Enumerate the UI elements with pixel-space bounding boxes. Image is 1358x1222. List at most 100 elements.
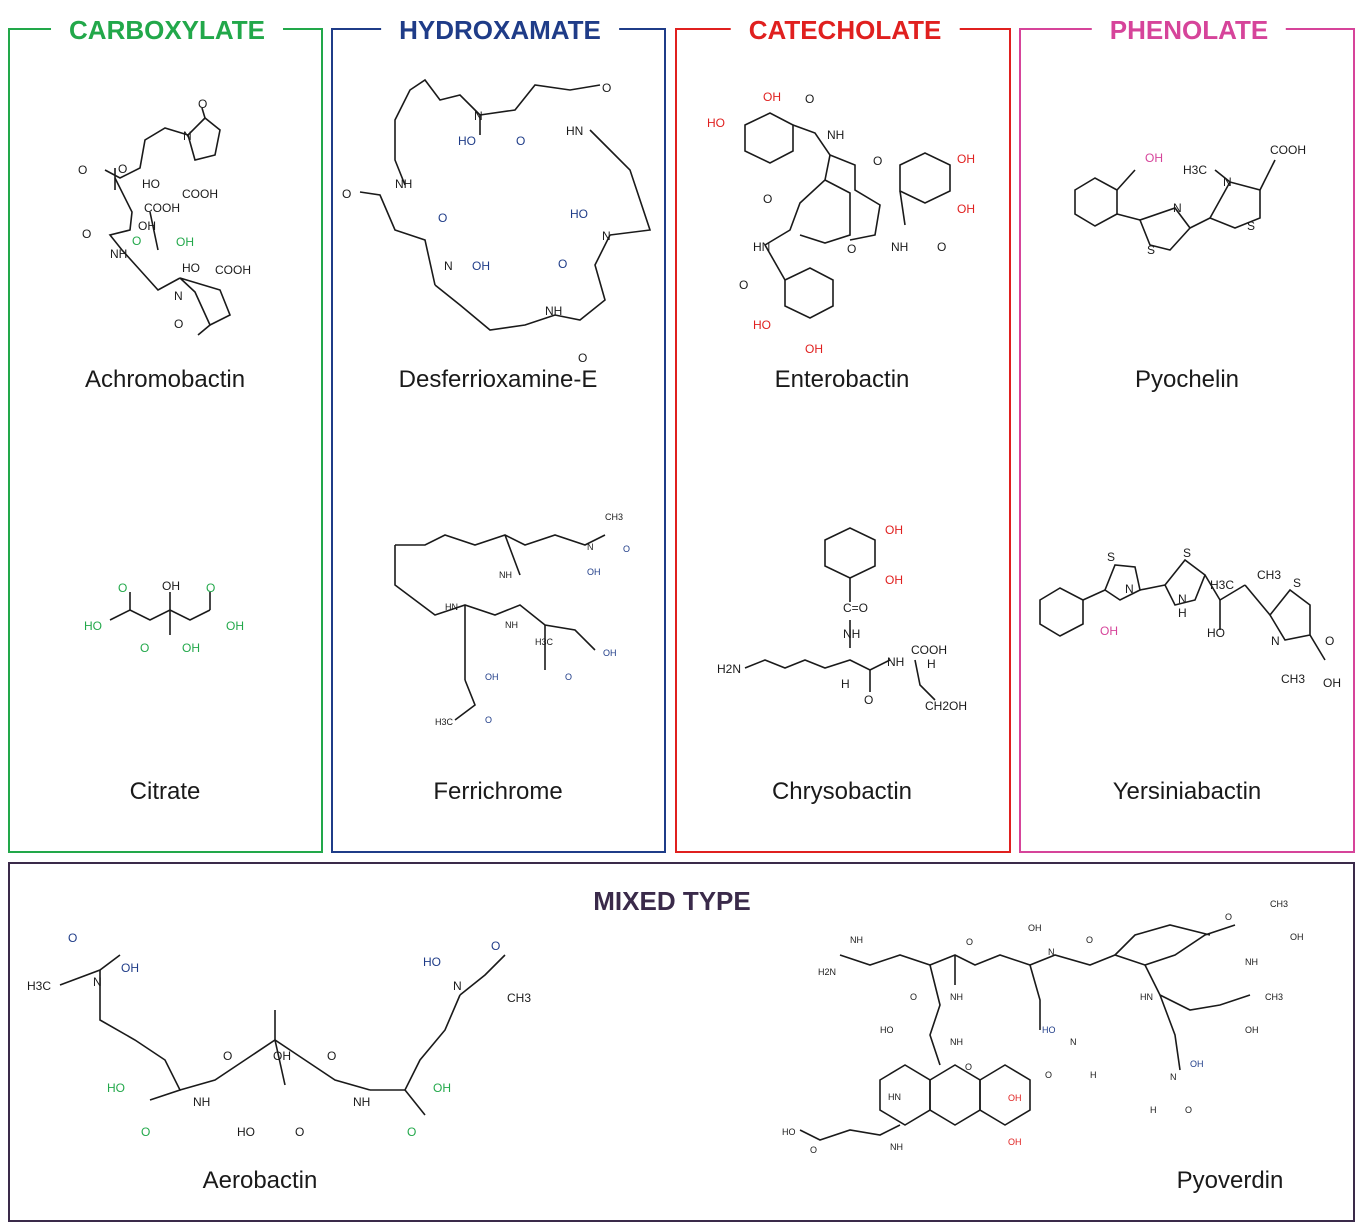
yersiniabactin-structure: S S N H3C CH3 S N H OH HO N O CH3 OH <box>1039 546 1341 690</box>
dfo-n1: N <box>474 109 483 123</box>
citrate-o1: O <box>118 581 127 595</box>
yer-o: O <box>1325 634 1334 648</box>
achromobactin-structure: O N O HO COOH COOH OH O O NH O OH HO COO… <box>78 97 251 336</box>
aero-o5: O <box>141 1125 150 1139</box>
dfo-n2: N <box>602 229 611 243</box>
achro-o6: O <box>174 317 183 331</box>
yersiniabactin-label: Yersiniabactin <box>1112 778 1262 805</box>
ent-nh2: NH <box>891 240 908 254</box>
dfo-o4: O <box>438 211 447 225</box>
pyov-oh5: OH <box>1008 1093 1022 1103</box>
pyov-n2: N <box>1070 1037 1077 1047</box>
achro-o3: O <box>82 227 91 241</box>
achro-cooh2: COOH <box>144 201 180 215</box>
pyov-h2n: H2N <box>818 967 836 977</box>
carboxylate-panel: CARBOXYLATE <box>8 14 323 853</box>
ferr-nh1: NH <box>499 570 512 580</box>
yer-s1: S <box>1107 550 1115 564</box>
pyov-hn2: HN <box>888 1092 901 1102</box>
achro-n2: N <box>174 289 183 303</box>
ent-o3: O <box>763 192 772 206</box>
pyo-s2: S <box>1147 243 1155 257</box>
citrate-structure: OH O HO O OH O OH <box>84 579 244 655</box>
pyov-oh4: OH <box>1190 1059 1204 1069</box>
pyov-h1: H <box>1090 1070 1097 1080</box>
aero-o7: O <box>407 1125 416 1139</box>
yer-h1: H <box>1178 606 1187 620</box>
yer-h3c: H3C <box>1210 578 1234 592</box>
yer-ch3b: CH3 <box>1281 672 1305 686</box>
chry-oh2: OH <box>885 573 903 587</box>
yer-oh2: OH <box>1323 676 1341 690</box>
ent-o6: O <box>739 278 748 292</box>
dfo-o1: O <box>516 134 525 148</box>
chry-oh1: OH <box>885 523 903 537</box>
ent-o4: O <box>847 242 856 256</box>
achro-oh2: OH <box>176 235 194 249</box>
achro-ho2: HO <box>182 261 200 275</box>
ferrichrome-label: Ferrichrome <box>433 778 563 805</box>
dfo-hn1: HN <box>566 124 583 138</box>
ent-o1: O <box>805 92 814 106</box>
pyov-hn1: HN <box>1140 992 1153 1002</box>
yer-n1: N <box>1125 582 1134 596</box>
catecholate-panel: CATECHOLATE <box>675 14 1011 853</box>
citrate-o3: O <box>140 641 149 655</box>
pyov-o5: O <box>1045 1070 1052 1080</box>
aero-ch3: CH3 <box>507 991 531 1005</box>
aero-ho3: HO <box>237 1125 255 1139</box>
ent-oh2: OH <box>957 152 975 166</box>
pyov-nh4: NH <box>950 1037 963 1047</box>
ent-oh3: OH <box>957 202 975 216</box>
pyov-nh2: NH <box>1245 957 1258 967</box>
enterobactin-label: Enterobactin <box>774 366 910 393</box>
aero-o4: O <box>327 1049 336 1063</box>
aero-oh1: OH <box>121 961 139 975</box>
phenolate-title: PHENOLATE <box>1091 14 1287 46</box>
ferr-h3c1: CH3 <box>605 512 623 522</box>
dfo-n3: N <box>444 259 453 273</box>
chry-nh2: NH <box>887 655 904 669</box>
ent-ho2: HO <box>753 318 771 332</box>
aero-o6: O <box>295 1125 304 1139</box>
yer-n3: N <box>1271 634 1280 648</box>
achro-nh: NH <box>110 247 127 261</box>
chry-co: C=O <box>843 601 868 615</box>
ferr-oh2: OH <box>603 648 617 658</box>
ent-ho1: HO <box>707 116 725 130</box>
yer-s2: S <box>1183 546 1191 560</box>
pyov-oh3: OH <box>1245 1025 1259 1035</box>
pyochelin-label: Pyochelin <box>1134 366 1240 393</box>
pyochelin-structure: OH H3C N COOH N S S <box>1074 143 1306 257</box>
achro-o1: O <box>198 97 207 111</box>
yer-ch3a: CH3 <box>1257 568 1281 582</box>
dfo-ho2: HO <box>570 207 588 221</box>
pyov-o2: O <box>1086 935 1093 945</box>
pyov-oh2: OH <box>1290 932 1304 942</box>
aero-n2: N <box>453 979 462 993</box>
ent-o5: O <box>937 240 946 254</box>
dfo-nh2: NH <box>545 304 562 318</box>
ent-o2: O <box>873 154 882 168</box>
pyoverdin-label: Pyoverdin <box>1176 1167 1284 1194</box>
achro-cooh1: COOH <box>182 187 218 201</box>
ferr-hn1: HN <box>445 602 458 612</box>
achro-o2: O <box>118 162 127 176</box>
pyov-o3: O <box>1225 912 1232 922</box>
aero-o2: O <box>491 939 500 953</box>
chrysobactin-label: Chrysobactin <box>771 778 913 805</box>
citrate-oh2: OH <box>226 619 244 633</box>
dfo-o2: O <box>602 81 611 95</box>
pyov-oh1: OH <box>1028 923 1042 933</box>
yer-ho: HO <box>1207 626 1225 640</box>
pyov-nh1: NH <box>850 935 863 945</box>
pyo-h3c: H3C <box>1183 163 1207 177</box>
citrate-oh: OH <box>162 579 180 593</box>
citrate-label: Citrate <box>129 778 201 805</box>
carboxylate-title: CARBOXYLATE <box>51 14 283 46</box>
aero-oh2: OH <box>273 1049 291 1063</box>
aero-ho1: HO <box>423 955 441 969</box>
ferr-o1: O <box>623 544 630 554</box>
dfo-o5: O <box>558 257 567 271</box>
pyov-o4: O <box>910 992 917 1002</box>
